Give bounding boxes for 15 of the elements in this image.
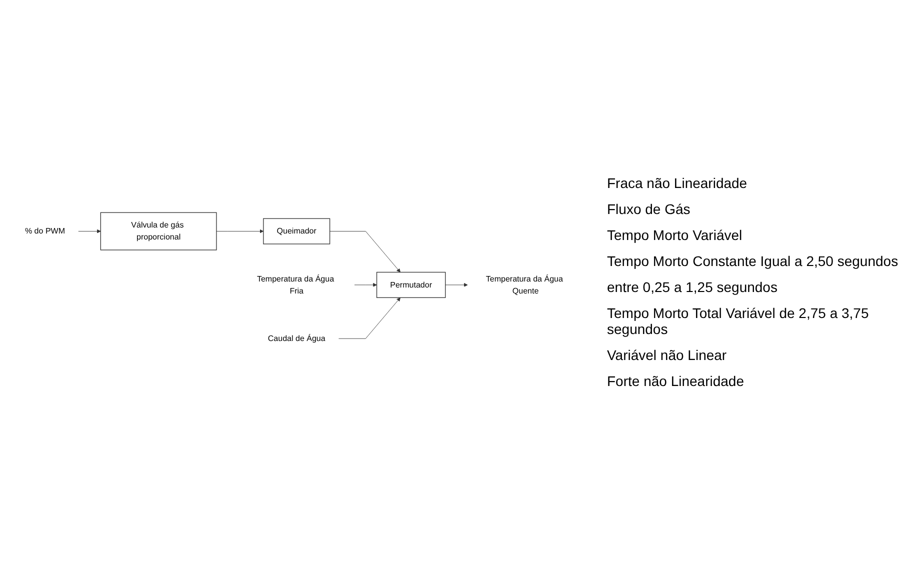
annotation-text: Forte não Linearidade <box>607 372 744 388</box>
annotation-text: entre 0,25 a 1,25 segundos <box>607 278 778 294</box>
node-text: Temperatura da Água Fria <box>256 274 334 295</box>
annotation-text: Fluxo de Gás <box>607 200 690 216</box>
node-text: % do PWM <box>24 226 66 236</box>
node-box: Permutador <box>376 271 446 298</box>
node-text: Caudal de Água <box>268 333 326 342</box>
annotation-text: Tempo Morto Variável <box>607 226 742 242</box>
annotation-text: Tempo Morto Total Variável de 2,75 a 3,75 segundos <box>607 304 870 336</box>
node-box: Queimador <box>263 218 330 244</box>
annotation-text: Tempo Morto Constante Igual a 2,50 segundos <box>607 252 898 268</box>
annotation-text: Variável não Linear <box>607 346 727 362</box>
node-box: Válvula de gás proporcional <box>100 212 217 250</box>
node-text: Temperatura da Água Quente <box>486 274 563 295</box>
annotation-text: Fraca não Linearidade <box>607 174 748 190</box>
